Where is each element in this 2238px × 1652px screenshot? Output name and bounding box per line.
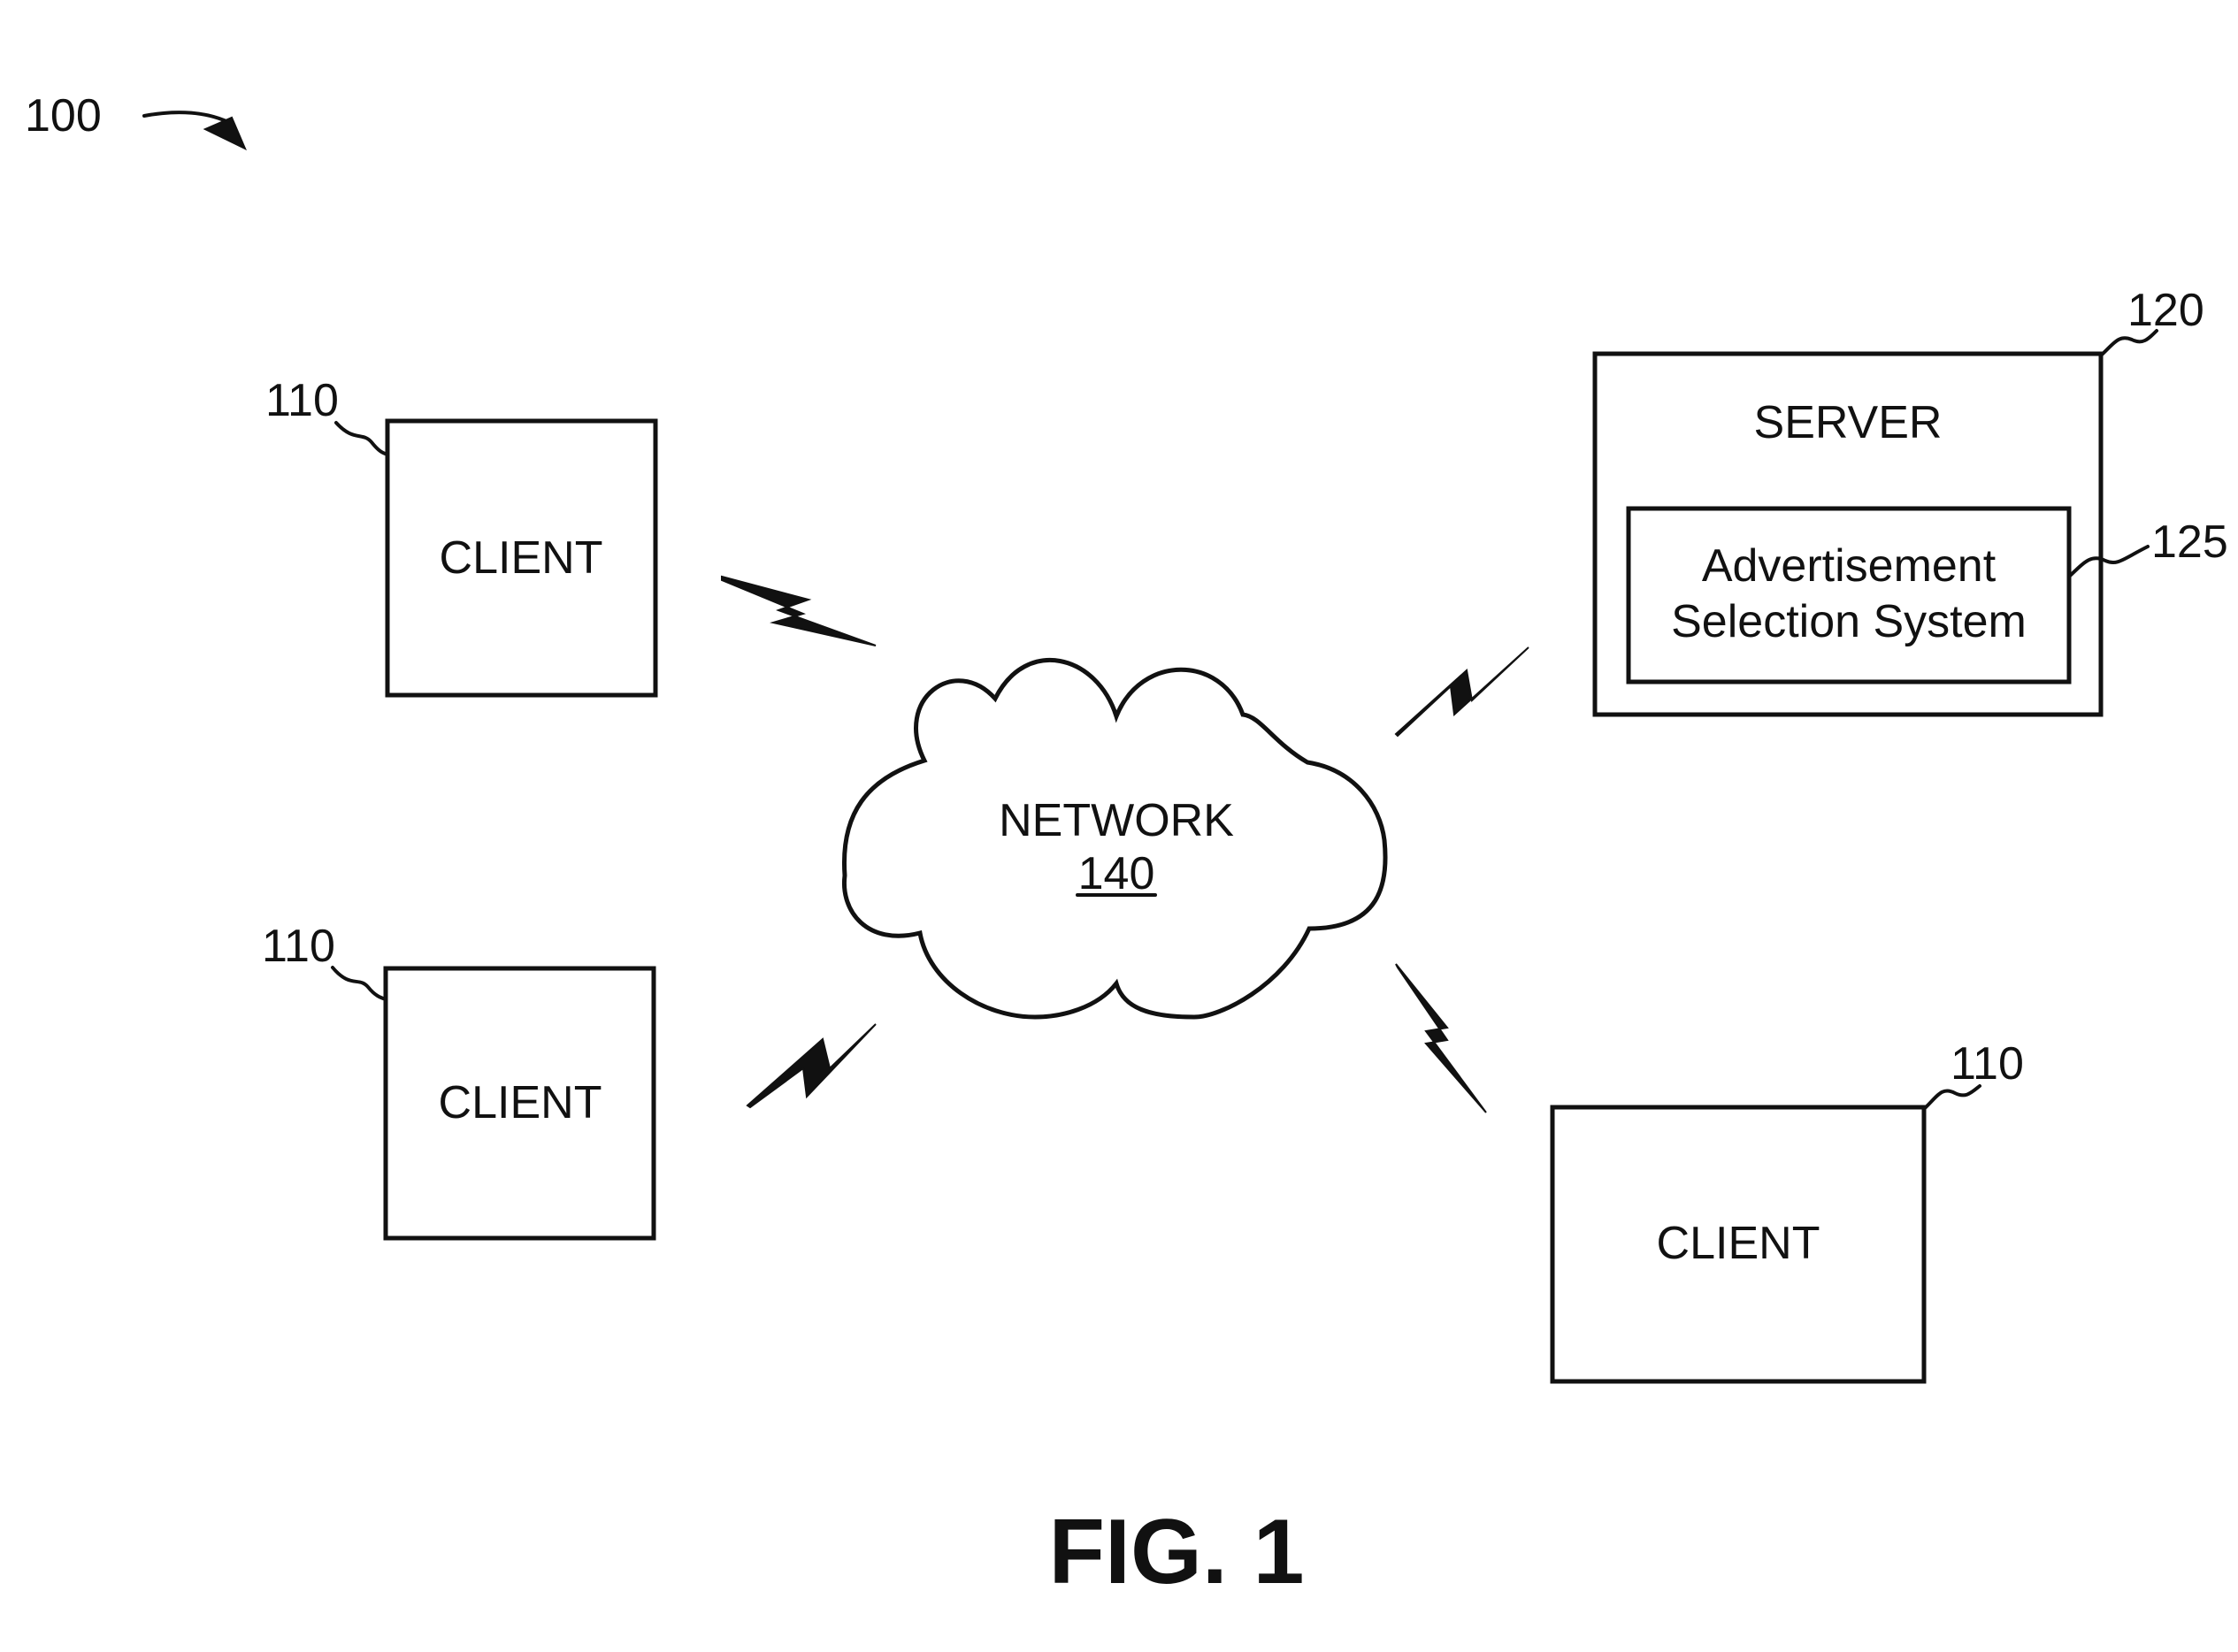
client-bottom-left: CLIENT 110 bbox=[262, 921, 654, 1238]
client-ref-number: 110 bbox=[265, 375, 339, 426]
lightning-bolt-icon bbox=[1396, 647, 1529, 736]
network: NETWORK 140 bbox=[844, 660, 1385, 1017]
advertisement-selection-system-box bbox=[1629, 509, 2069, 682]
figure-reference-number: 100 bbox=[25, 90, 102, 141]
client-label: CLIENT bbox=[1657, 1218, 1820, 1269]
figure-reference: 100 bbox=[25, 90, 245, 149]
server-label: SERVER bbox=[1754, 397, 1943, 448]
client-ref-leader bbox=[333, 967, 386, 999]
client-ref-leader bbox=[336, 423, 387, 455]
client-label: CLIENT bbox=[439, 1077, 602, 1128]
wireless-link-client-bottom-right bbox=[1396, 964, 1486, 1113]
advertisement-selection-system: Advertisement Selection System 125 bbox=[1629, 509, 2228, 682]
wireless-link-client-top-left bbox=[722, 577, 876, 646]
client-ref-number: 110 bbox=[262, 921, 335, 972]
server: SERVER 120 Advertisement Selection Syste… bbox=[1595, 285, 2228, 715]
client-label: CLIENT bbox=[440, 532, 603, 584]
network-label: NETWORK bbox=[999, 795, 1234, 846]
client-top-left: CLIENT 110 bbox=[265, 375, 655, 695]
advertisement-selection-system-label-line1: Advertisement bbox=[1702, 540, 1997, 592]
lightning-bolt-icon bbox=[722, 577, 876, 646]
figure-caption: FIG. 1 bbox=[1049, 1501, 1305, 1603]
network-ref-number: 140 bbox=[1078, 848, 1155, 899]
advertisement-selection-system-ref-number: 125 bbox=[2151, 516, 2228, 568]
client-ref-number: 110 bbox=[1951, 1038, 2024, 1090]
lightning-bolt-icon bbox=[1396, 964, 1486, 1113]
client-bottom-right: CLIENT 110 bbox=[1552, 1038, 2024, 1381]
figure-reference-arrow bbox=[144, 112, 232, 124]
wireless-link-server bbox=[1396, 647, 1529, 736]
figure-reference-arrowhead bbox=[205, 118, 245, 149]
lightning-bolt-icon bbox=[747, 1024, 876, 1107]
advertisement-selection-system-label-line2: Selection System bbox=[1671, 596, 2027, 647]
server-ref-number: 120 bbox=[2127, 285, 2204, 336]
wireless-link-client-bottom-left bbox=[747, 1024, 876, 1107]
